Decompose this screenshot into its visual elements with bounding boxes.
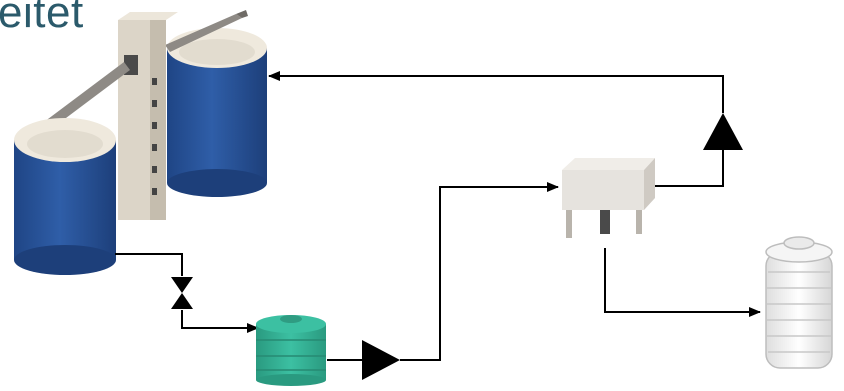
pump-triangle-icon[interactable] <box>362 340 400 380</box>
white-storage-tank-icon[interactable] <box>765 236 833 369</box>
diagram-title: eitet <box>0 0 84 37</box>
hopper-icon[interactable] <box>562 158 655 238</box>
green-tank-icon[interactable] <box>256 315 326 386</box>
grain-silo-icon <box>14 10 267 275</box>
pump-triangle-icon[interactable] <box>703 113 743 150</box>
valve-icon[interactable] <box>171 277 193 309</box>
